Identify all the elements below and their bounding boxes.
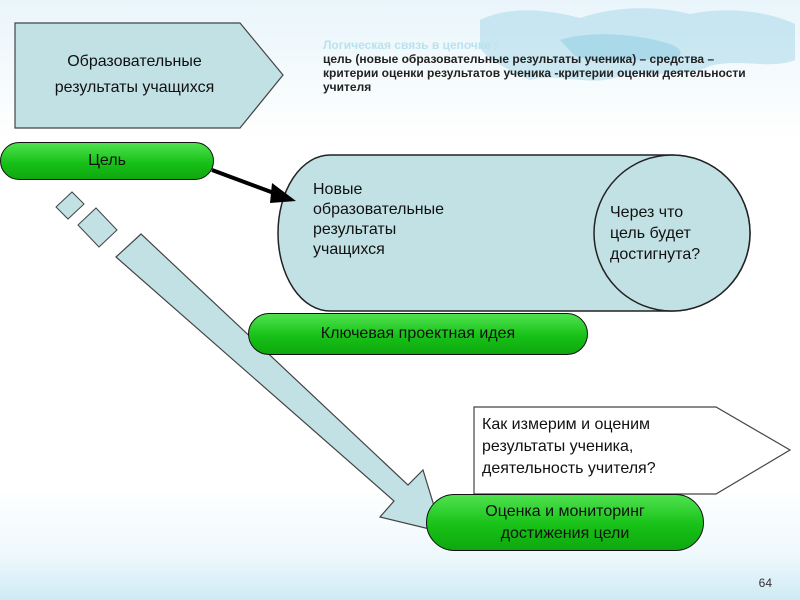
measure-text: Как измерим и оценим результаты ученика,… <box>482 414 722 480</box>
outcomes-label: Образовательные результаты учащихся <box>22 40 247 110</box>
note-body: цель (новые образовательные результаты у… <box>323 52 746 94</box>
measure-line-1: Как измерим и оценим <box>482 416 651 433</box>
circle-line-2: цель будет <box>610 225 691 242</box>
outcomes-pentagon-shape <box>14 22 284 129</box>
cylinder-line-1: Новые <box>313 181 363 198</box>
measure-pentagon-shape <box>473 406 792 495</box>
cylinder-line-3: результаты <box>313 221 397 238</box>
monitoring-line2: достижения цели <box>500 524 630 542</box>
circle-text: Через что цель будет достигнута? <box>610 202 740 265</box>
cylinder-line-4: учащихся <box>313 241 385 258</box>
monitoring-pill: Оценка и мониторинг достижения цели <box>426 494 704 551</box>
cylinder-text: Новые образовательные результаты учащихс… <box>313 180 503 260</box>
measure-line-3: деятельность учителя? <box>482 460 656 477</box>
monitoring-line1: Оценка и мониторинг <box>485 502 645 520</box>
measure-line-2: результаты ученика, <box>482 438 634 455</box>
circle-line-1: Через что <box>610 204 684 221</box>
world-map-decoration <box>480 8 795 81</box>
goal-pill-label: Цель <box>88 152 126 169</box>
key-idea-pill: Ключевая проектная идея <box>248 313 588 355</box>
cylinder-end-circle <box>593 154 751 312</box>
chain-note: Логическая связь в цепочке : цель (новые… <box>323 38 763 94</box>
outcomes-label-line2: результаты учащихся <box>54 79 215 96</box>
note-title: Логическая связь в цепочке : <box>323 38 498 52</box>
arrow-square-2 <box>77 207 118 248</box>
goal-connector-line <box>211 168 283 198</box>
page-number: 64 <box>758 576 772 590</box>
arrow-square-1 <box>55 191 85 220</box>
cylinder-line-2: образовательные <box>313 201 445 218</box>
big-arrow-shape <box>115 233 443 533</box>
key-idea-label: Ключевая проектная идея <box>320 325 516 342</box>
goal-connector-arrowhead <box>270 183 296 203</box>
circle-line-3: достигнута? <box>610 246 701 263</box>
goal-pill: Цель <box>0 142 214 180</box>
outcomes-label-line1: Образовательные <box>67 53 202 70</box>
